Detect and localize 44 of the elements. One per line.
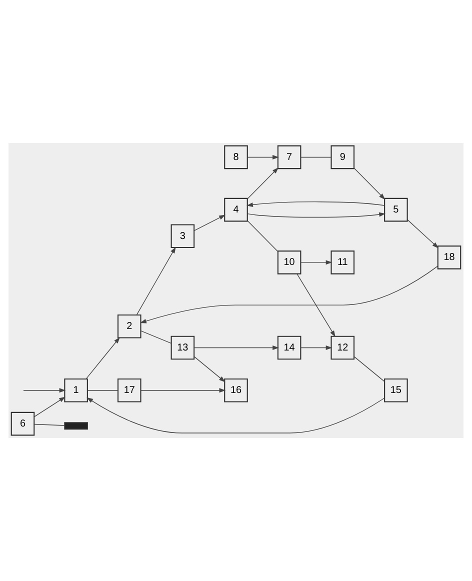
node-box: 16 [224,378,248,402]
arrow [246,201,385,207]
connector [34,424,65,426]
connector [247,220,278,252]
node-box: 4 [224,198,248,222]
node-box: 8 [224,145,248,170]
arrow [194,356,226,382]
arrow [194,214,226,232]
node-box: 17 [117,378,142,402]
node-box: 7 [277,145,302,170]
arrow [300,345,332,350]
arrow [34,396,66,418]
node-box: 9 [330,145,355,170]
node-box: 10 [277,250,302,274]
node-box: 11 [330,250,355,274]
node-box: 5 [384,198,408,222]
arrow [86,397,385,434]
connector [354,356,385,382]
arrow [300,260,332,265]
node-box: 2 [117,314,142,338]
arrow [354,168,386,200]
arrow [407,219,439,248]
node-box: 1 [64,378,88,402]
node-box: 14 [277,336,302,360]
arrow [247,212,386,218]
node-box: 15 [384,378,408,402]
node-box: 13 [170,336,195,360]
connector [87,390,118,391]
arrow [86,337,120,380]
node-box: 3 [170,224,195,248]
arrow [23,388,66,393]
arrow [140,266,438,324]
arrow [247,154,279,160]
node-box: 12 [330,336,355,360]
arrow [140,388,226,393]
arrow [136,246,176,316]
arrow [194,345,279,350]
node-bar [64,422,88,430]
connector [300,156,332,158]
node-box: 6 [10,412,35,436]
arrow [247,167,279,200]
node-box: 18 [437,246,462,270]
arrow [296,274,336,338]
connector [140,330,172,344]
